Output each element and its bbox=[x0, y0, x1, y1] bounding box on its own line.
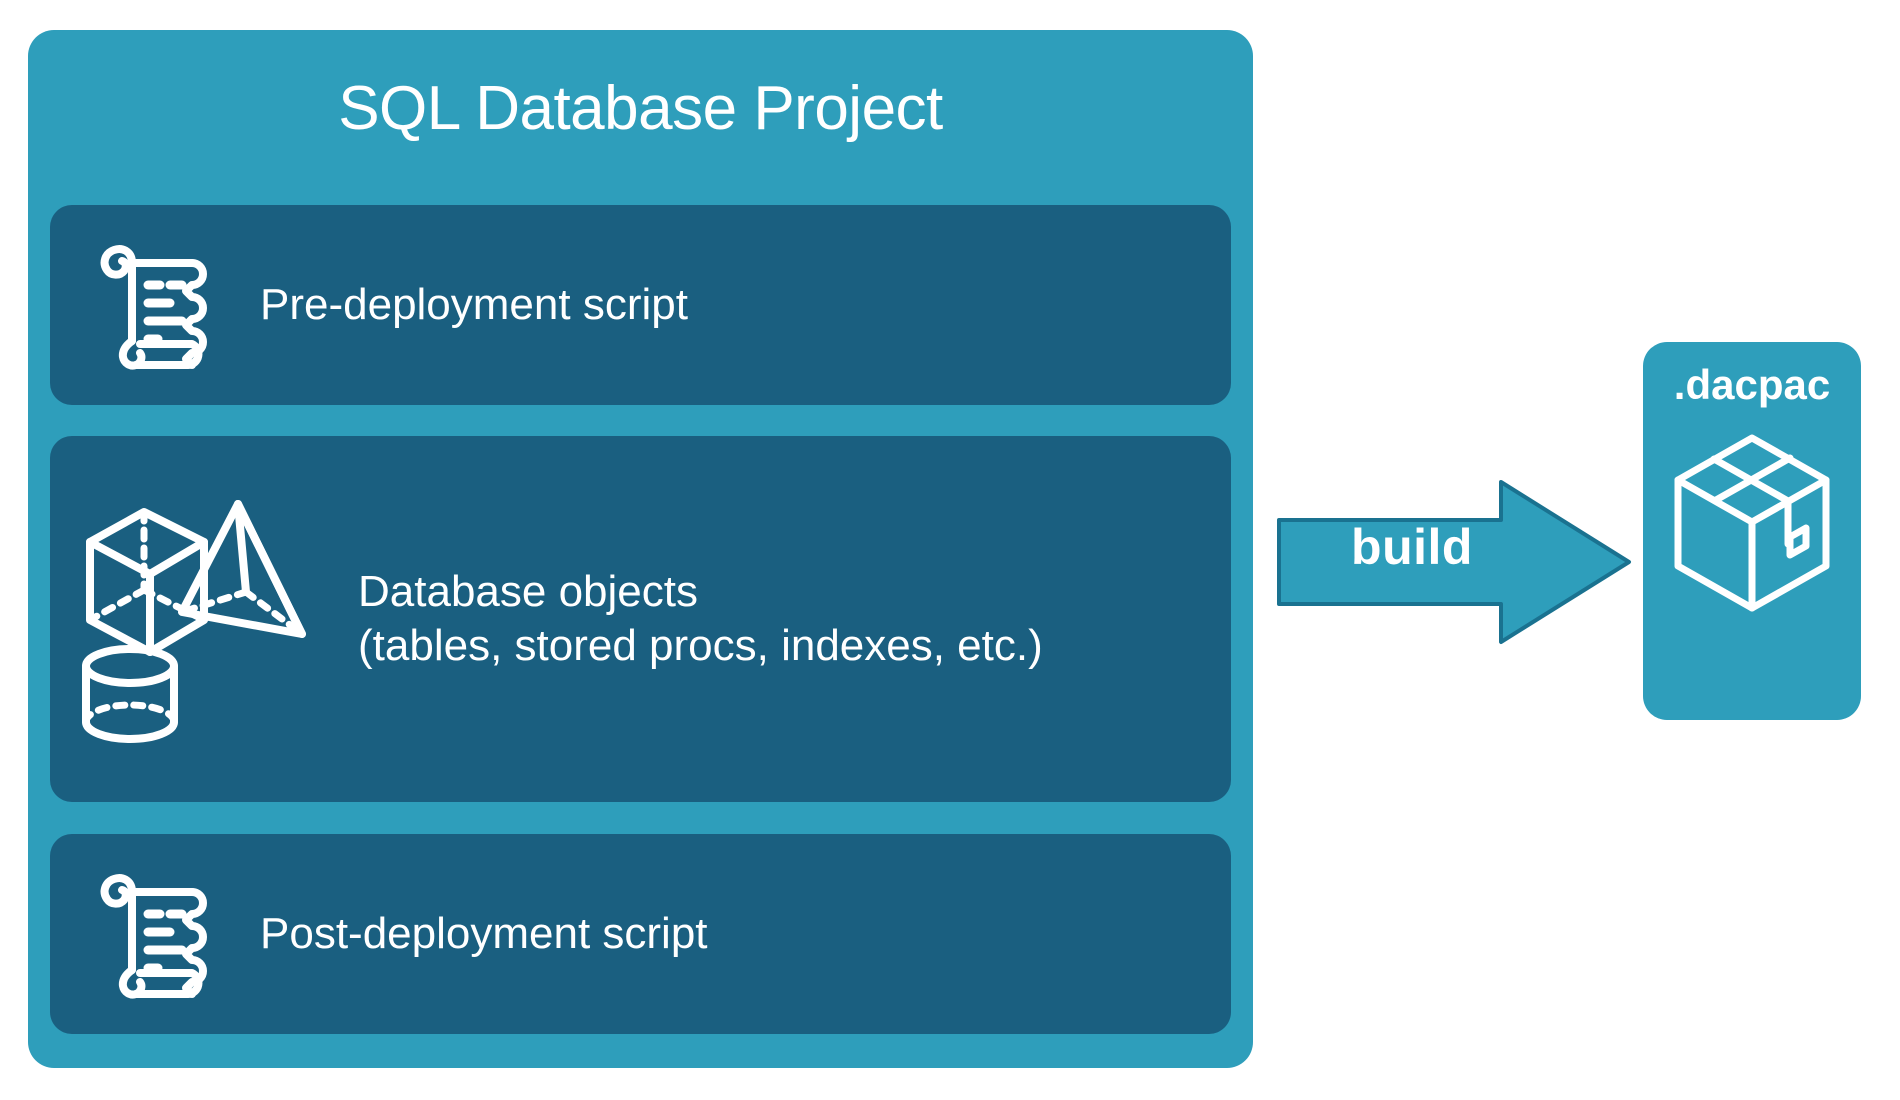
shapes-icon bbox=[50, 494, 380, 744]
sql-database-project-panel: SQL Database Project bbox=[28, 30, 1253, 1068]
card-database-objects[interactable]: Database objects (tables, stored procs, … bbox=[50, 436, 1231, 802]
project-title: SQL Database Project bbox=[338, 74, 943, 143]
dacpac-title: .dacpac bbox=[1673, 361, 1831, 408]
build-arrow-label: build bbox=[1351, 519, 1473, 575]
card-label-pre-deployment: Pre-deployment script bbox=[260, 280, 688, 330]
card-post-deployment[interactable]: Post-deployment script bbox=[50, 834, 1231, 1034]
card-pre-deployment[interactable]: Pre-deployment script bbox=[50, 205, 1231, 405]
card-label-post-deployment: Post-deployment script bbox=[260, 909, 708, 959]
arrow-right-icon bbox=[1277, 480, 1631, 644]
build-arrow: build bbox=[1277, 480, 1631, 644]
package-box-icon bbox=[1674, 434, 1830, 612]
scroll-icon bbox=[50, 241, 260, 370]
dacpac-panel: .dacpac bbox=[1643, 342, 1861, 720]
scroll-icon bbox=[50, 870, 260, 999]
card-label-database-objects: Database objects (tables, stored procs, … bbox=[358, 567, 1043, 670]
